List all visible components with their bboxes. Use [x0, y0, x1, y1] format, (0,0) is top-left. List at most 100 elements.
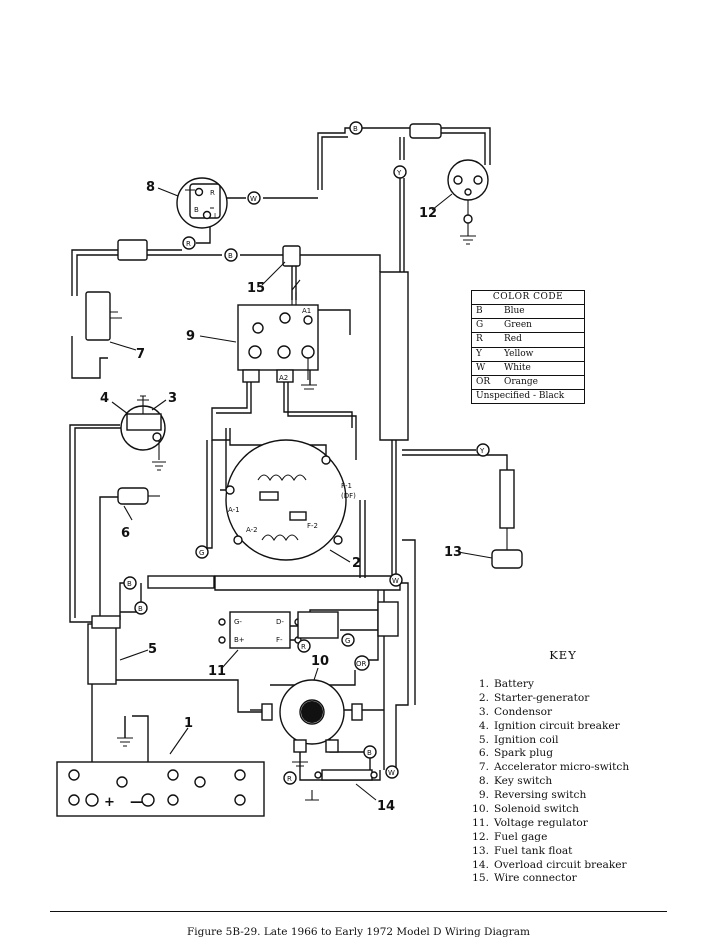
key-item-number: 11. [472, 816, 489, 829]
callout-5: 5 [148, 642, 157, 657]
ignition-coil [87, 615, 121, 685]
wire-tag-g: G [199, 549, 204, 557]
battery-minus-sign: — [130, 795, 143, 810]
svg-text:B: B [194, 206, 199, 214]
wire-tag-or: OR [356, 660, 367, 668]
callout-4: 4 [100, 391, 109, 406]
key-item-number: 8. [478, 775, 489, 788]
key-item-number: 13. [472, 844, 489, 857]
wire-tag-y: Y [396, 169, 402, 177]
terminal-df: (DF) [341, 492, 356, 500]
key-item-text: Spark plug [494, 747, 553, 760]
callout-10: 10 [311, 654, 329, 669]
terminal-a1: A1 [302, 307, 311, 315]
terminal-a-2: A-2 [246, 526, 258, 534]
color-code-row: G Green [472, 319, 584, 334]
accelerator-micro-switch [85, 239, 148, 341]
key-item-number: 14. [472, 858, 489, 871]
callout-2: 2 [352, 556, 361, 571]
key-item-text: Overload circuit breaker [494, 858, 627, 871]
color-code-row: Unspecified - Black [472, 390, 584, 403]
key-item-text: Battery [494, 678, 534, 690]
key-item-number: 12. [472, 830, 489, 843]
key-item: 14. Overload circuit breaker [462, 859, 692, 873]
color-code-unspecified: Unspecified - Black [476, 391, 565, 402]
key-item: 3.Condensor [462, 706, 692, 720]
ignition-circuit-breaker [120, 395, 166, 471]
key-item: 15.Wire connector [462, 872, 692, 886]
callout-6: 6 [121, 526, 130, 541]
key-item-number: 6. [478, 747, 489, 760]
key-item-number: 1. [478, 678, 489, 690]
callout-1: 1 [184, 716, 193, 731]
color-code-abbrev: OR [476, 376, 491, 387]
color-code-name: Green [504, 320, 532, 331]
wire-tag-y: Y [479, 447, 485, 455]
key-item: 9.Reversing switch [462, 789, 692, 803]
terminal-a2: A2 [279, 374, 288, 382]
figure-caption: Figure 5B-29. Late 1966 to Early 1972 Mo… [186, 926, 531, 938]
wire-tag-w: W [388, 769, 395, 777]
wire-tag-g: G [345, 637, 350, 645]
fuel-tank-float [491, 469, 523, 569]
reg-terminal-g: G- [234, 618, 242, 626]
key-item-number: 4. [478, 719, 489, 732]
key-item: 8.Key switch [462, 775, 692, 789]
key-item: 7. Accelerator micro-switch [462, 761, 692, 775]
terminal-f2: F-2 [307, 522, 318, 530]
svg-text:R: R [210, 189, 215, 197]
spark-plug [117, 487, 160, 505]
callout-8: 8 [146, 180, 155, 195]
color-code-name: Red [504, 334, 522, 345]
callout-15: 15 [247, 281, 265, 296]
wire-color-tags: B W Y R B Y G W B B G R OR B R W [123, 121, 490, 785]
solenoid-switch [261, 679, 363, 767]
callout-12: 12 [419, 206, 437, 221]
key-item: 11.Voltage regulator [462, 817, 692, 831]
key-item: 13. Fuel tank float [462, 845, 692, 859]
key-item-text: Reversing switch [494, 789, 587, 802]
battery: + — [56, 716, 265, 817]
key-item-number: 10. [472, 803, 489, 816]
callout-3: 3 [168, 391, 177, 406]
key-item-text: Starter-generator [494, 691, 590, 704]
key-item-number: 2. [478, 691, 489, 704]
reg-terminal-b: B+ [234, 636, 245, 644]
wire-tag-r: R [287, 775, 292, 783]
callout-9: 9 [186, 329, 195, 344]
wire-tag-w: W [250, 195, 257, 203]
color-code-name: Blue [504, 306, 525, 316]
wire-connector [282, 245, 301, 267]
color-code-row: OR Orange [472, 376, 584, 391]
terminal-f1: F-1 [341, 482, 352, 490]
callout-11: 11 [208, 664, 226, 679]
key-item-text: Fuel tank float [494, 844, 573, 857]
key-item-text: Accelerator micro-switch [494, 761, 630, 774]
key-item-text: Wire connector [494, 872, 577, 885]
svg-text:I: I [214, 212, 216, 220]
key-item-text: Solenoid switch [494, 803, 579, 816]
wire-tag-b: B [138, 605, 143, 613]
voltage-regulator: G- B+ D- F- [218, 611, 339, 649]
fuel-gage [409, 123, 489, 245]
color-code-name: Orange [504, 376, 538, 387]
key-item-number: 7. [478, 761, 489, 774]
color-code-name: Yellow [504, 348, 534, 359]
key-item: 6. Spark plug [462, 747, 692, 761]
wire-tag-b: B [367, 749, 372, 757]
key-item: 10. Solenoid switch [462, 803, 692, 817]
battery-plus-sign: + [104, 795, 115, 810]
key-item-number: 3. [478, 705, 489, 718]
wire-tag-r: R [301, 643, 306, 651]
color-code-abbrev: G [476, 320, 484, 331]
key-item-text: Fuel gage [494, 830, 548, 843]
caption-rule [50, 911, 667, 912]
wire-tag-w: W [392, 577, 399, 585]
callout-13: 13 [444, 545, 462, 560]
color-code-title: COLOR CODE [472, 291, 584, 305]
